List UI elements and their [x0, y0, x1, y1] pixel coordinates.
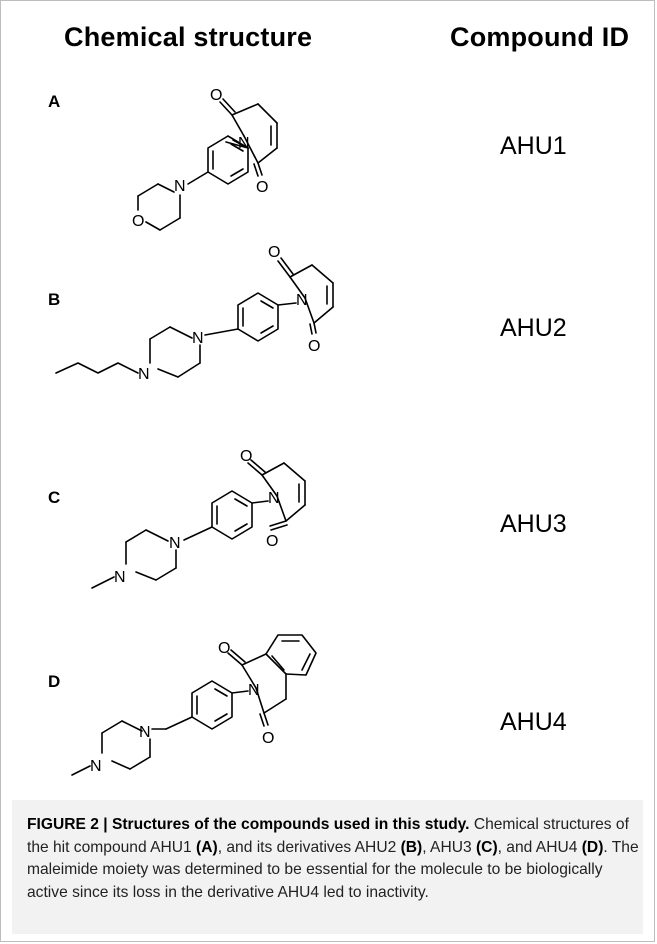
atom-n-pip-2: N [138, 366, 150, 383]
caption-text-1: Chemical structures of the hit compound … [27, 816, 629, 856]
atom-n-pip-1: N [192, 330, 204, 347]
atom-o-bottom: O [308, 338, 320, 355]
atom-n-imide: N [238, 135, 250, 152]
atom-n-pip-1: N [169, 535, 181, 552]
compound-id-ahu4: AHU4 [500, 708, 567, 736]
structure-ahu3: N O O N N [91, 448, 306, 589]
atom-o-top: O [218, 640, 230, 657]
caption-ref-d: (D) [581, 838, 604, 856]
compound-id-ahu2: AHU2 [500, 314, 567, 342]
structure-ahu1: N O O N O [132, 87, 278, 231]
atom-o-bottom: O [266, 533, 278, 550]
caption-text-2: , and its derivatives AHU2 [217, 838, 401, 856]
figure-caption: FIGURE 2 | Structures of the compounds u… [27, 814, 639, 904]
atom-n-imide: N [268, 490, 280, 507]
row-letter-d: D [48, 672, 61, 691]
header-chemical-structure: Chemical structure [64, 22, 313, 52]
atom-n-imide: N [248, 682, 260, 699]
atom-n-pip-2: N [90, 758, 102, 775]
compound-id-ahu3: AHU3 [500, 510, 567, 538]
caption-text-5: . The maleimide moiety was determined to… [27, 838, 639, 901]
caption-ref-c: (C) [475, 838, 498, 856]
atom-o-morpholine: O [132, 213, 144, 230]
atom-n-pip-1: N [139, 724, 151, 741]
row-letter-c: C [48, 488, 61, 507]
row-letter-a: A [48, 92, 61, 111]
compound-id-ahu1: AHU1 [500, 132, 567, 160]
atom-o-bottom: O [256, 179, 268, 196]
header-compound-id: Compound ID [450, 22, 630, 52]
caption-text-4: , and AHU4 [497, 838, 582, 856]
structure-ahu4: N O O N N [71, 634, 317, 776]
caption-ref-a: (A) [196, 838, 218, 856]
atom-o-top: O [268, 244, 280, 261]
structure-ahu2: N O O N N [55, 244, 334, 383]
atom-n-morpholine: N [174, 178, 186, 195]
atom-o-bottom: O [262, 730, 274, 747]
caption-ref-b: (B) [400, 838, 423, 856]
caption-label: FIGURE 2 | Structures of the compounds u… [27, 816, 470, 833]
atom-o-top: O [210, 87, 222, 104]
caption-text-3: , AHU3 [422, 838, 476, 856]
atom-n-imide: N [296, 292, 308, 309]
row-letter-b: B [48, 290, 61, 309]
caption-background [12, 800, 643, 934]
atom-n-pip-2: N [114, 569, 126, 586]
atom-o-top: O [240, 448, 252, 465]
